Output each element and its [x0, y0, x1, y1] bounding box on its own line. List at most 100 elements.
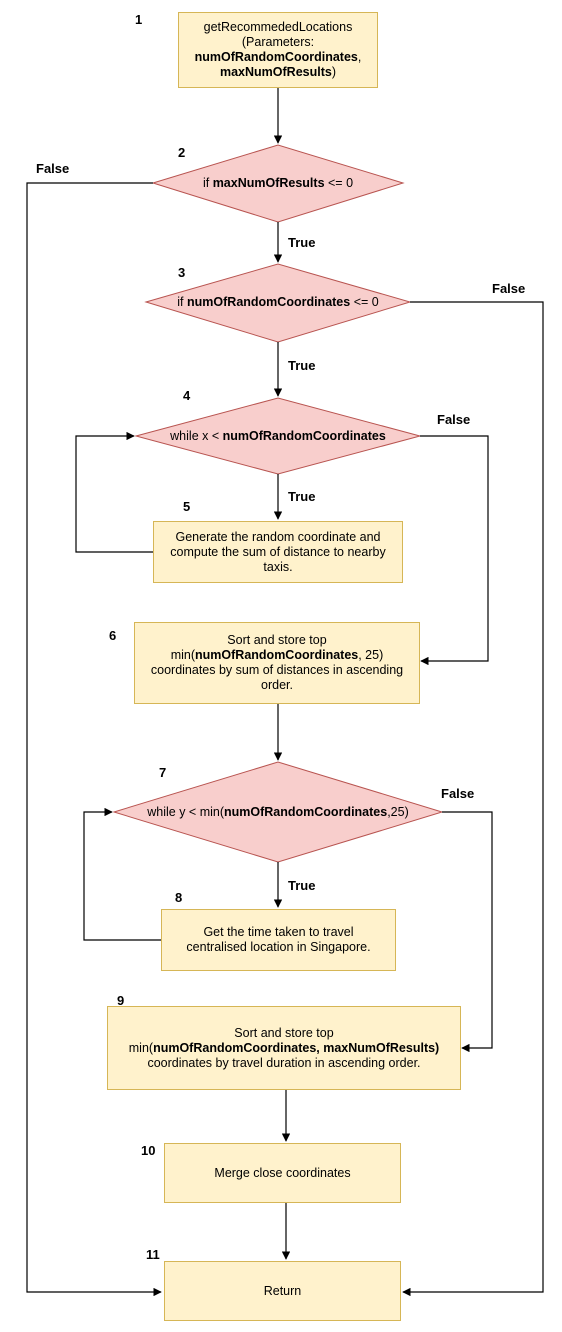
text-run: Sort and store top	[234, 1025, 334, 1040]
step-number-9: 9	[117, 993, 125, 1008]
step-number-6: 6	[109, 628, 117, 643]
edge-label-7-false: False	[441, 786, 475, 801]
text-run: <= 0	[350, 294, 379, 309]
bold-text-run: numOfRandomCoordinates	[195, 648, 359, 662]
text-line: Get the time taken to travel	[186, 925, 370, 940]
text-run: if	[202, 175, 213, 190]
node-10-text: Merge close coordinates	[214, 1166, 350, 1181]
edge-4-6	[420, 435, 489, 666]
node-11-text: Return	[264, 1284, 302, 1299]
edge-label-2-true: True	[288, 235, 316, 250]
text-line: centralised location in Singapore.	[186, 940, 370, 955]
text-line: Generate the random coordinate and	[170, 530, 385, 545]
text-run: compute the sum of distance to nearby	[170, 544, 386, 559]
text-line: getRecommededLocations	[195, 20, 362, 35]
text-run: Get the time taken to travel	[203, 925, 354, 939]
text-run: Return	[263, 1283, 302, 1298]
text-line: order.	[151, 678, 403, 693]
text-line: (Parameters:	[195, 35, 362, 50]
text-run: getRecommededLocations	[203, 20, 353, 34]
edge-3-11	[402, 301, 544, 1297]
text-run: coordinates by sum of distances in ascen…	[150, 663, 404, 677]
step-number-8: 8	[175, 890, 183, 905]
text-line: maxNumOfResults)	[195, 65, 362, 80]
step-number-2: 2	[178, 145, 186, 160]
bold-text-run: numOfRandomCoordinates	[187, 294, 351, 309]
text-run: if	[177, 294, 188, 309]
text-run: <= 0	[324, 175, 354, 190]
text-line: while y < min(numOfRandomCoordinates,25)	[147, 805, 409, 820]
step-number-11: 11	[146, 1247, 160, 1262]
edge-label-7-true: True	[288, 878, 316, 893]
step-number-4: 4	[183, 388, 191, 403]
bold-text-run: maxNumOfResults	[212, 175, 325, 190]
text-line: while x < numOfRandomCoordinates	[170, 429, 386, 444]
bold-text-run: numOfRandomCoordinates	[194, 50, 358, 64]
edge-2-11	[26, 182, 162, 1297]
text-line: compute the sum of distance to nearby	[170, 545, 385, 560]
text-line: if numOfRandomCoordinates <= 0	[177, 295, 378, 310]
text-run: , 25)	[358, 648, 384, 662]
edge-5-4	[75, 431, 153, 553]
edge-label-2-false: False	[36, 161, 70, 176]
text-run: order.	[261, 678, 293, 692]
text-line: Merge close coordinates	[214, 1166, 350, 1181]
text-run: Merge close coordinates	[214, 1165, 351, 1180]
step-number-7: 7	[159, 765, 167, 780]
text-run: while y < min(	[147, 804, 224, 819]
decision-2-text: if maxNumOfResults <= 0	[153, 175, 403, 191]
text-run: ,	[357, 50, 362, 64]
bold-text-run: numOfRandomCoordinates	[224, 804, 388, 819]
bold-text-run: numOfRandomCoordinates, maxNumOfResults)	[153, 1040, 440, 1055]
edge-label-3-false: False	[492, 281, 526, 296]
edge-7-9	[442, 811, 493, 1053]
text-line: coordinates by travel duration in ascend…	[129, 1056, 439, 1071]
text-run: coordinates by travel duration in ascend…	[147, 1055, 421, 1070]
edge-label-4-false: False	[437, 412, 471, 427]
text-line: Return	[264, 1284, 302, 1299]
node-1-text: getRecommededLocations(Parameters:numOfR…	[195, 20, 362, 80]
text-run: Generate the random coordinate and	[175, 529, 381, 544]
text-line: Sort and store top	[151, 633, 403, 648]
text-run: while x <	[170, 428, 223, 443]
process-1-get-recommended-locations: getRecommededLocations(Parameters:numOfR…	[178, 12, 378, 88]
text-line: min(numOfRandomCoordinates, maxNumOfResu…	[129, 1041, 439, 1056]
edge-label-3-true: True	[288, 358, 316, 373]
text-run: centralised location in Singapore.	[186, 940, 371, 954]
text-line: numOfRandomCoordinates,	[195, 50, 362, 65]
bold-text-run: numOfRandomCoordinates	[222, 428, 386, 443]
step-number-5: 5	[183, 499, 191, 514]
bold-text-run: maxNumOfResults	[219, 65, 332, 79]
text-run: min(	[128, 1040, 154, 1055]
text-run: (Parameters:	[241, 35, 315, 49]
decision-4-text: while x < numOfRandomCoordinates	[136, 428, 420, 444]
text-line: Sort and store top	[129, 1026, 439, 1041]
text-run: ,25)	[387, 804, 409, 819]
process-10-merge-close-coordinates: Merge close coordinates	[164, 1143, 401, 1203]
text-run: Sort and store top	[227, 633, 327, 647]
step-number-3: 3	[178, 265, 186, 280]
step-number-10: 10	[141, 1143, 156, 1158]
process-11-return: Return	[164, 1261, 401, 1321]
text-run: taxis.	[263, 559, 293, 574]
text-line: min(numOfRandomCoordinates, 25)	[151, 648, 403, 663]
text-line: taxis.	[170, 560, 385, 575]
step-number-1: 1	[135, 12, 143, 27]
edge-8-7	[83, 807, 161, 941]
text-line: coordinates by sum of distances in ascen…	[151, 663, 403, 678]
decision-2-shape	[151, 144, 405, 223]
text-line: if maxNumOfResults <= 0	[203, 176, 353, 191]
edge-label-4-true: True	[288, 489, 316, 504]
decision-3-text: if numOfRandomCoordinates <= 0	[146, 294, 410, 310]
decision-7-text: while y < min(numOfRandomCoordinates,25)	[114, 804, 442, 820]
